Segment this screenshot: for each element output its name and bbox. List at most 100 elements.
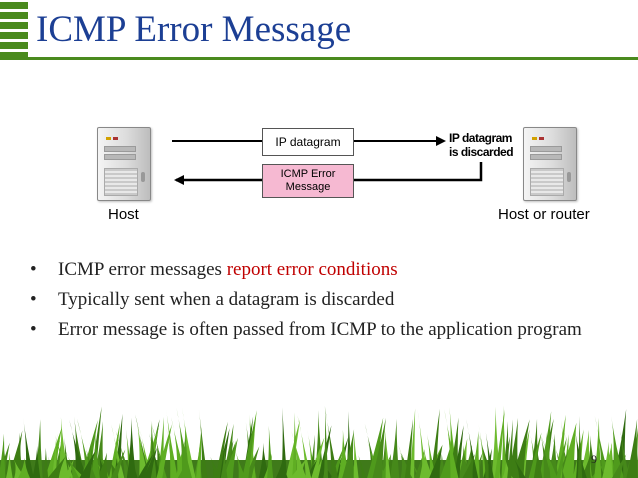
grass-blade (612, 454, 627, 478)
grass-blade (602, 441, 612, 478)
discard-label-line2: is discarded (449, 145, 514, 159)
grass-blade (220, 449, 228, 478)
decorative-bar (0, 2, 28, 9)
decorative-bar (0, 52, 28, 59)
grass-blade (484, 427, 494, 478)
grass-blade (324, 406, 338, 478)
grass-blade (110, 449, 126, 478)
grass-blade (136, 417, 149, 478)
bullet-text: Typically sent when a datagram is discar… (58, 289, 395, 310)
grass-blade (429, 444, 443, 478)
grass-blade (85, 446, 96, 478)
grass-blade (409, 408, 416, 478)
grass-blade (0, 433, 6, 478)
grass-blade (539, 411, 552, 478)
decorative-bar (0, 22, 28, 29)
grass-blade (292, 412, 298, 478)
decorative-bar (0, 32, 28, 39)
grass-blade (209, 454, 223, 478)
grass-blade (529, 418, 540, 478)
grass-blade (242, 416, 256, 478)
grass-blade (137, 453, 154, 478)
grass-blade (426, 430, 436, 478)
grass-blade (196, 426, 202, 478)
grass-blade (323, 405, 329, 478)
grass-blade (52, 436, 57, 478)
grass-blade (507, 419, 513, 478)
bullet-list: • ICMP error messages report error condi… (28, 258, 610, 348)
decorative-bar (0, 12, 28, 19)
grass-blade (419, 455, 424, 478)
bullet-marker: • (30, 259, 37, 280)
router-label: Host or router (498, 206, 590, 223)
grass-blade (507, 418, 519, 478)
grass-blade (478, 424, 489, 478)
grass-blade (528, 432, 542, 478)
grass-blade (181, 425, 190, 478)
grass-blade (539, 430, 552, 478)
grass-blade (258, 442, 270, 478)
bullet-marker: • (30, 319, 37, 340)
grass-blade (353, 428, 359, 478)
grass-blade (581, 453, 591, 478)
bullet-item: • Error message is often passed from ICM… (28, 318, 610, 342)
grass-blade (511, 453, 526, 478)
bullet-text: ICMP error messages (58, 259, 227, 280)
grass-blade (471, 430, 480, 478)
grass-blade (242, 416, 254, 478)
grass-blade (478, 433, 494, 478)
grass-blade (430, 408, 440, 478)
grass-blade (342, 429, 355, 478)
grass-blade (23, 417, 34, 478)
grass-blade (577, 415, 583, 478)
grass-blade (453, 425, 464, 478)
grass-blade (267, 425, 274, 478)
grass-blade (32, 445, 41, 478)
grass-blade (13, 458, 26, 478)
grass-decoration (0, 405, 638, 478)
grass-blade (541, 436, 558, 478)
grass-blade (18, 458, 30, 478)
grass-blade (448, 417, 459, 478)
grass-blade (462, 454, 475, 478)
icmp-error-box: ICMP Error Message (262, 164, 354, 198)
grass-blade (76, 418, 93, 478)
grass-blade (215, 421, 228, 478)
grass-blade (399, 449, 413, 478)
grass-blade (574, 430, 587, 478)
grass-blade (109, 422, 120, 478)
grass-blade (44, 426, 62, 478)
bullet-item: • ICMP error messages report error condi… (28, 258, 610, 282)
bullet-text: Error message is often passed from ICMP … (58, 319, 582, 340)
server-icon (523, 127, 577, 201)
grass-blade (156, 424, 173, 478)
grass-blade (552, 436, 565, 478)
server-icon (97, 127, 151, 201)
grass-blade (290, 458, 307, 478)
grass-blade (42, 447, 49, 478)
ip-datagram-label: IP datagram (275, 135, 341, 149)
grass-blade (560, 422, 577, 478)
grass-blade (235, 451, 246, 478)
grass-blade (439, 440, 452, 478)
icmp-error-label-line2: Message (285, 181, 331, 193)
bullet-highlight: report error conditions (226, 259, 398, 280)
grass-blade (404, 419, 414, 478)
grass-blade (554, 414, 566, 478)
bullet-marker: • (30, 289, 37, 310)
ip-datagram-box: IP datagram (262, 128, 354, 156)
grass-blade (494, 409, 505, 478)
grass-blade (356, 449, 367, 478)
grass-blade (275, 455, 288, 478)
grass-blade (390, 418, 400, 478)
grass-blade (165, 407, 178, 478)
title-divider (0, 57, 638, 60)
grass-blade (79, 450, 96, 478)
grass-blade (556, 436, 567, 478)
grass-blade (90, 433, 100, 478)
grass-blade (223, 437, 238, 478)
grass-blade (47, 456, 66, 478)
grass-blade (536, 444, 543, 478)
